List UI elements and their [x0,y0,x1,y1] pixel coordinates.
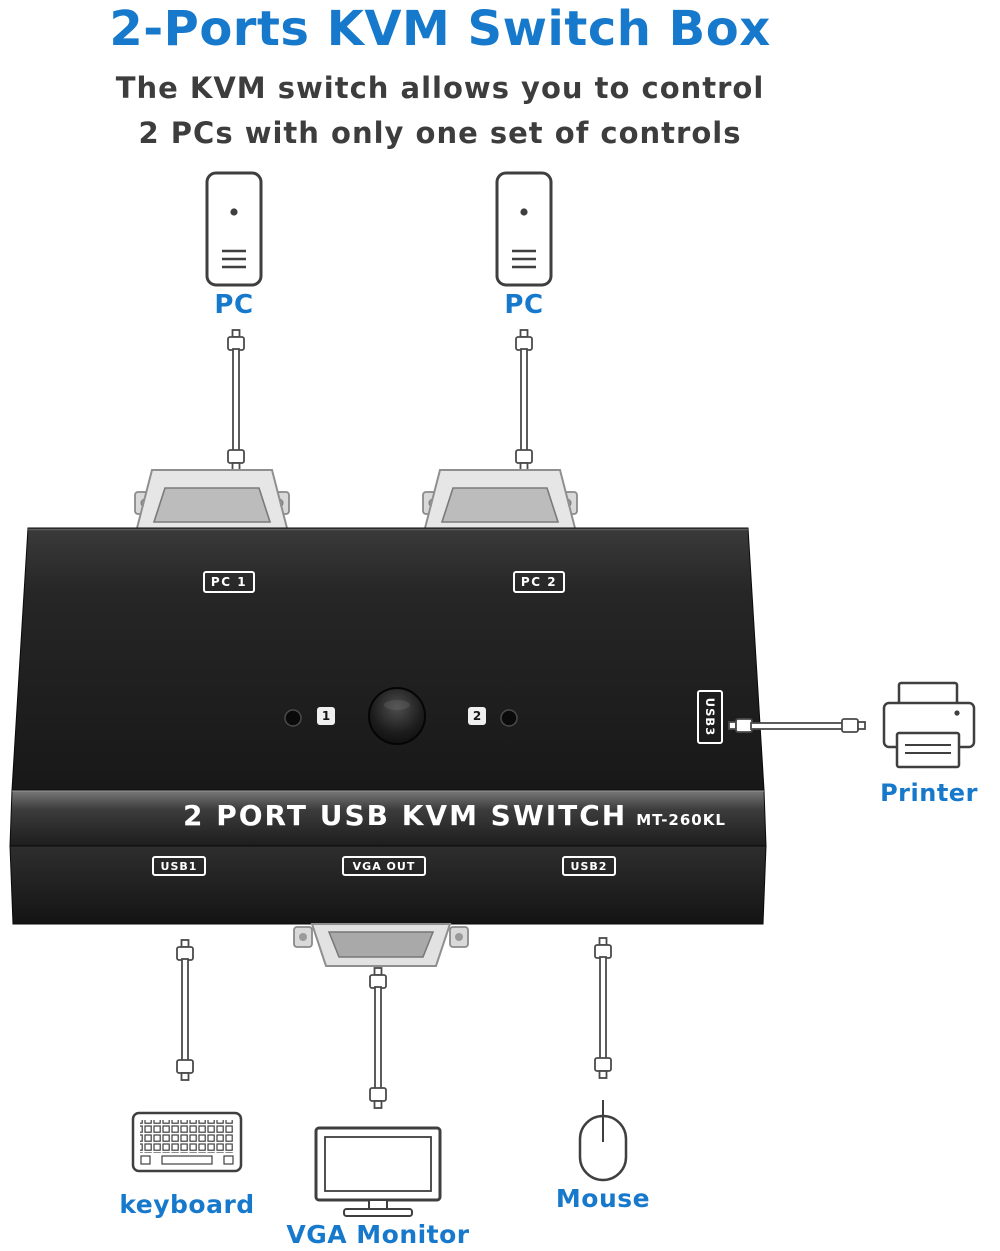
indicator-2-text: 2 [472,709,482,723]
pc-tower-icon-left [205,171,263,287]
pc2-port-label: PC 2 [513,571,565,593]
keyboard-icon [131,1111,243,1173]
vga-connector-pc1 [134,469,290,533]
usb2-port-label: USB2 [562,856,616,876]
indicator-1-text: 1 [321,709,331,723]
keyboard-label: keyboard [119,1190,255,1219]
subtitle-line-2: 2 PCs with only one set of controls [138,116,742,150]
keyboard-cable [176,939,194,1081]
selector-button [368,687,426,745]
vga-out-port-label: VGA OUT [342,856,426,876]
page-title: 2-Ports KVM Switch Box [109,1,771,57]
indicator-1-label: 1 [317,707,335,725]
usb3-port-text: USB3 [703,697,718,737]
subtitle-line-1: The KVM switch allows you to control [115,71,765,105]
monitor-label: VGA Monitor [286,1220,470,1249]
usb1-port-label: USB1 [152,856,206,876]
mouse-cable [594,937,612,1079]
indicator-2-label: 2 [468,707,486,725]
printer-label: Printer [880,779,978,807]
kvm-switch-body [9,527,767,925]
vga-connector-pc2 [422,469,578,533]
pc1-cable [227,329,245,471]
product-name-text: 2 PORT USB KVM SWITCH [183,799,628,832]
mouse-icon [578,1100,628,1182]
pc2-port-text: PC 2 [520,575,558,589]
monitor-cable [369,967,387,1109]
led-2 [500,709,518,727]
pc-label-right: PC [504,290,544,320]
pc2-cable [515,329,533,471]
subtitle: The KVM switch allows you to control 2 P… [0,66,880,156]
monitor-icon [314,1126,442,1217]
pc-label-left: PC [214,290,254,320]
device-front-label: 2 PORT USB KVM SWITCH MT-260KL [183,799,726,832]
pc1-port-label: PC 1 [203,571,255,593]
usb1-port-text: USB1 [160,859,198,873]
model-number-text: MT-260KL [636,811,726,829]
led-1 [284,709,302,727]
vga-out-port-text: VGA OUT [352,859,416,873]
printer-cable [728,718,866,733]
vga-out-connector [293,923,469,967]
usb2-port-text: USB2 [570,859,608,873]
usb3-port-label: USB3 [697,690,723,744]
pc-tower-icon-right [495,171,553,287]
pc1-port-text: PC 1 [210,575,248,589]
mouse-label: Mouse [555,1184,651,1213]
printer-icon [882,681,976,769]
